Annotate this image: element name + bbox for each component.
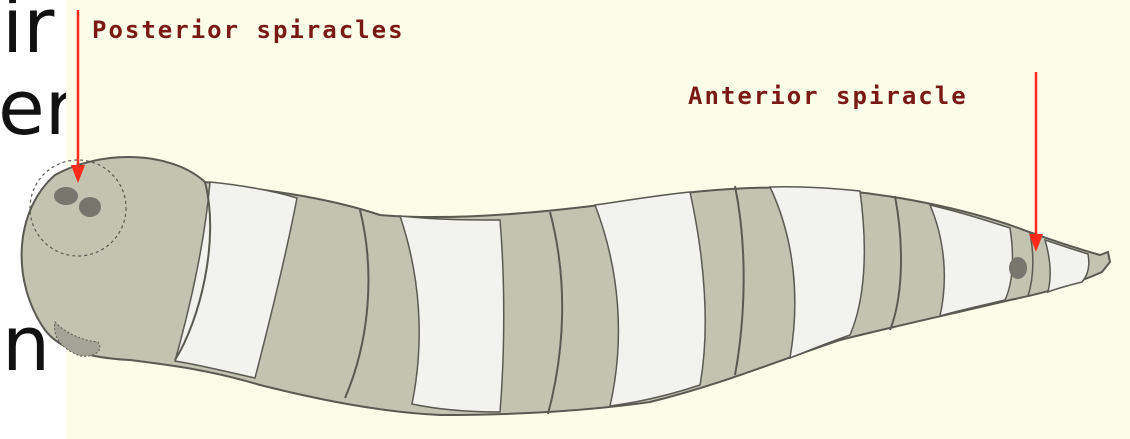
posterior-spiracles-label: Posterior spiracles	[92, 16, 405, 44]
anterior-spiracle-label: Anterior spiracle	[688, 82, 968, 110]
anterior-spiracle-spot	[1009, 257, 1027, 279]
anterior-pointer	[1029, 72, 1043, 252]
posterior-spiracle-spot-2	[79, 197, 101, 217]
posterior-spiracle-spot-1	[54, 187, 78, 205]
larva-body	[22, 157, 1110, 415]
segment-light-6	[1045, 240, 1089, 292]
posterior-pointer	[71, 10, 85, 183]
